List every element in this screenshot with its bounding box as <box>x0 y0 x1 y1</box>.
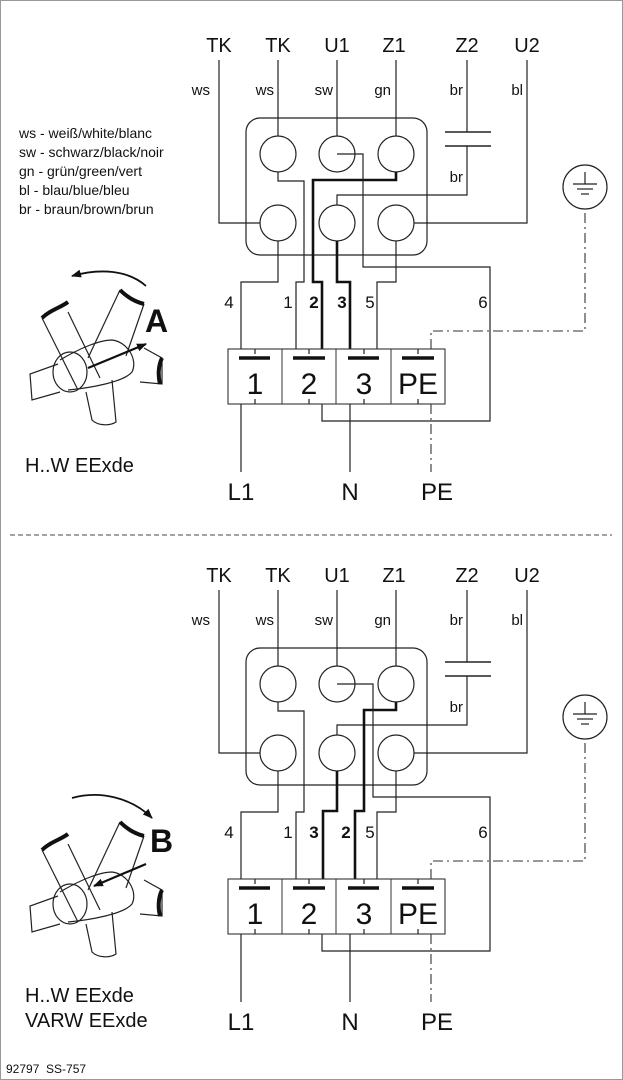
pin <box>259 204 297 242</box>
model-label: H..W EExde <box>25 985 134 1007</box>
fan-rotor-icon <box>29 269 164 426</box>
terminal-labels: TK TK U1 Z1 Z2 U2 <box>206 35 540 57</box>
wire-color-label: bl <box>511 82 523 99</box>
terminal-label: Z1 <box>382 35 405 57</box>
supply-label: N <box>341 1009 358 1036</box>
pin <box>259 135 297 173</box>
block-terminal-label: 1 <box>247 368 264 401</box>
legend-item: gn - grün/green/vert <box>19 163 142 179</box>
wire-color-labels: ws ws sw gn br bl br <box>191 82 523 186</box>
terminal-label: TK <box>265 565 291 587</box>
supply-label: N <box>341 479 358 506</box>
wire-number: 4 <box>224 823 233 842</box>
rotation-direction-label: A <box>145 303 168 339</box>
wire-color-label: br <box>450 82 463 99</box>
terminal-label: U1 <box>324 35 350 57</box>
terminal-label: U1 <box>324 565 350 587</box>
capacitor-symbol <box>445 661 491 677</box>
wiring-diagram-b: TK TK U1 Z1 Z2 U2 ws ws sw gn br bl br <box>25 565 608 1036</box>
wire-color-label: sw <box>315 82 334 99</box>
wire-number: 5 <box>365 823 374 842</box>
wire-number: 3 <box>337 293 346 312</box>
terminal-block: 1 2 3 PE <box>227 878 446 935</box>
block-terminal-label: PE <box>398 368 438 401</box>
pin <box>377 204 415 242</box>
capacitor-symbol <box>445 131 491 147</box>
capacitor-wire-label: br <box>450 169 463 186</box>
color-legend: ws - weiß/white/blanc sw - schwarz/black… <box>18 125 164 217</box>
wire-number: 5 <box>365 293 374 312</box>
block-terminal-label: 2 <box>301 368 318 401</box>
wire-color-label: ws <box>255 82 274 99</box>
wire-color-label: ws <box>191 612 210 629</box>
wire-color-label: sw <box>315 612 334 629</box>
motor-connector-box <box>245 117 428 256</box>
wire-color-label: ws <box>191 82 210 99</box>
pin <box>318 734 356 772</box>
pin <box>259 734 297 772</box>
wire-number: 3 <box>309 823 318 842</box>
legend-item: br - braun/brown/brun <box>19 201 154 217</box>
connector-pins <box>259 665 415 772</box>
block-terminal-label: 3 <box>356 368 373 401</box>
wire-number: 1 <box>283 823 292 842</box>
terminal-label: Z1 <box>382 565 405 587</box>
block-terminal-label: 1 <box>247 898 264 931</box>
supply-label: PE <box>421 479 453 506</box>
wire-numbers: 4 1 2 3 5 6 <box>224 293 487 312</box>
terminal-label: TK <box>265 35 291 57</box>
terminal-label: U2 <box>514 35 540 57</box>
terminal-labels: TK TK U1 Z1 Z2 U2 <box>206 565 540 587</box>
terminal-label: Z2 <box>455 565 478 587</box>
terminal-label: TK <box>206 565 232 587</box>
pin <box>318 204 356 242</box>
supply-labels: L1 N PE <box>228 1009 453 1036</box>
supply-labels: L1 N PE <box>228 479 453 506</box>
model-label: VARW EExde <box>25 1010 148 1032</box>
terminal-block: 1 2 3 PE <box>227 348 446 405</box>
supply-label: PE <box>421 1009 453 1036</box>
supply-label: L1 <box>228 479 255 506</box>
block-terminal-label: 2 <box>301 898 318 931</box>
wire-color-label: gn <box>374 82 391 99</box>
block-terminal-label: 3 <box>356 898 373 931</box>
wire-color-label: gn <box>374 612 391 629</box>
pin <box>259 665 297 703</box>
legend-item: ws - weiß/white/blanc <box>18 125 152 141</box>
pin <box>377 734 415 772</box>
wire-color-label: bl <box>511 612 523 629</box>
legend-item: bl - blau/blue/bleu <box>19 182 130 198</box>
legend-item: sw - schwarz/black/noir <box>19 144 164 160</box>
wire-color-labels: ws ws sw gn br bl br <box>191 612 523 716</box>
wire-number: 6 <box>478 823 487 842</box>
wire-number: 2 <box>309 293 318 312</box>
rotation-direction-label: B <box>150 823 173 859</box>
block-terminal-label: PE <box>398 898 438 931</box>
terminal-label: U2 <box>514 565 540 587</box>
wire-color-label: br <box>450 612 463 629</box>
wire-number: 4 <box>224 293 233 312</box>
motor-connector-box <box>245 647 428 786</box>
connector-pins <box>259 135 415 242</box>
wire-color-label: ws <box>255 612 274 629</box>
wire-numbers: 4 1 3 2 5 6 <box>224 823 487 842</box>
supply-label: L1 <box>228 1009 255 1036</box>
pin <box>377 665 415 703</box>
terminal-label: TK <box>206 35 232 57</box>
terminal-label: Z2 <box>455 35 478 57</box>
model-label: H..W EExde <box>25 455 134 477</box>
wire-number: 1 <box>283 293 292 312</box>
pin <box>377 135 415 173</box>
capacitor-wire-label: br <box>450 699 463 716</box>
earth-ground-icon <box>562 164 608 210</box>
fan-rotor-icon <box>29 794 164 958</box>
wire-number: 6 <box>478 293 487 312</box>
wire-number: 2 <box>341 823 350 842</box>
drawing-number: 92797 SS-757 <box>6 1062 86 1076</box>
wiring-diagram-a: TK TK U1 Z1 Z2 U2 ws ws sw gn br bl br <box>25 35 608 506</box>
earth-ground-icon <box>562 694 608 740</box>
